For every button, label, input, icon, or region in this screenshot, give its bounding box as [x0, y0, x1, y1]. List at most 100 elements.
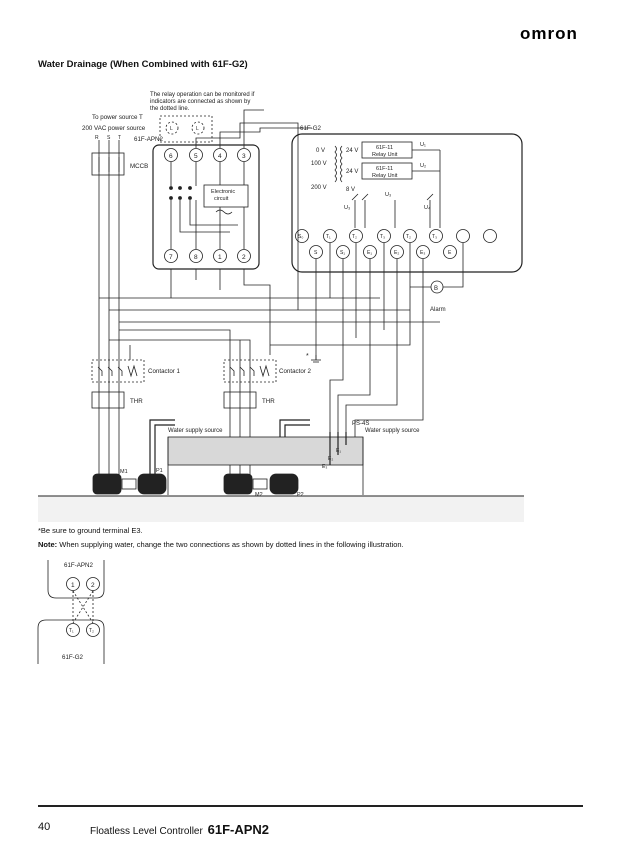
g2-24v-a: 24 V: [346, 148, 358, 154]
power-line2: 200 VAC power source: [82, 125, 146, 132]
relay-note-line3: the dotted line.: [150, 106, 190, 112]
g2-8v: 8 V: [346, 187, 355, 193]
relay-unit-2-line2: Relay Unit: [372, 173, 398, 179]
g2-100v: 100 V: [311, 161, 327, 167]
inset-apn2: [47, 560, 105, 599]
water-supply-1: Water supply source: [168, 428, 223, 434]
inset-t1: 1: [71, 582, 75, 589]
electronic-circuit-box: [203, 184, 249, 208]
apn2-t2: 2: [242, 254, 246, 261]
water-supply-2: Water supply source: [365, 428, 420, 434]
ground-star: *: [306, 353, 309, 360]
inset-t2: 2: [91, 582, 95, 589]
p1-label: P1: [156, 468, 163, 474]
contactor-1-label: Contactor 1: [148, 368, 181, 375]
g2-unit: [291, 133, 523, 273]
g2-t2b: T₂: [406, 234, 411, 240]
coupler-2: [252, 478, 268, 490]
g2-top-terminal-circles: [295, 229, 497, 243]
motor-m2: [223, 473, 253, 495]
apn2-internal-wiring: [170, 162, 245, 249]
apn2-internal-contacts: [169, 186, 192, 200]
phase-r: R: [95, 135, 99, 141]
g2-t3b: T₃: [432, 234, 437, 240]
inset-g2-label: 61F-G2: [62, 654, 84, 661]
footnote: *Be sure to ground terminal E3.: [38, 526, 143, 535]
thr-1-label: THR: [130, 398, 143, 405]
footer-rule: [38, 805, 583, 807]
indicator-lamps: [159, 115, 213, 143]
coupler-1: [121, 478, 137, 490]
thr-2-label: THR: [262, 398, 275, 405]
inset-g2-t1: T₁: [69, 628, 74, 634]
relay-unit-1-line2: Relay Unit: [372, 152, 398, 158]
g2-u2: U₂: [420, 163, 426, 169]
electrode-e3: E₃: [322, 464, 327, 470]
contactor-2-label: Contactor 2: [279, 368, 312, 375]
g2-200v: 200 V: [311, 185, 327, 191]
apn2-t1: 1: [218, 254, 222, 261]
apn2-t4: 4: [218, 153, 222, 160]
alarm-b: B: [434, 286, 438, 292]
inset-g2-t2: T₂: [89, 628, 94, 634]
m2-label: M2: [255, 492, 263, 498]
relay-note-line2: indicators are connected as shown by: [150, 99, 250, 105]
note-label: Note:: [38, 540, 58, 549]
apn2-t6: 6: [169, 153, 173, 160]
apn2-t5: 5: [194, 153, 198, 160]
supply-pipes: [149, 419, 310, 475]
alarm-wires: [410, 243, 464, 288]
relay-unit-1-line1: 61F-11: [376, 145, 393, 151]
g2-e1: E₁: [367, 250, 372, 256]
apn2-unit: [152, 144, 260, 270]
g2-t1: T₁: [326, 234, 331, 240]
g2-e3: E₃: [420, 250, 425, 256]
g2-output-wires: [270, 243, 424, 460]
lamp-l1: L: [170, 126, 173, 132]
thr-1: [91, 391, 125, 409]
relay-note-line1: The relay operation can be monitored if: [150, 92, 255, 98]
g2-s1: S₁: [340, 250, 345, 256]
electronic-label2: circuit: [214, 196, 229, 202]
g2-e2: E₂: [394, 250, 399, 256]
g2-label: 61F-G2: [300, 125, 322, 132]
floor-area: [38, 496, 524, 522]
contactor-1-box: [91, 359, 145, 383]
contactor-2-contacts: [229, 364, 270, 378]
relay-unit-2-line1: 61F-11: [376, 166, 393, 172]
apn2-label: 61F-APN2: [134, 136, 163, 143]
motor-m1: [92, 473, 122, 495]
electrodes: [329, 432, 347, 465]
alarm-label: Alarm: [430, 307, 446, 313]
m1-label: M1: [120, 469, 128, 475]
lamp-l2: L: [196, 126, 199, 132]
g2-u4: U₄: [424, 205, 431, 211]
pump-p1: [137, 473, 167, 495]
footer-label: Floatless Level Controller 61F-APN2: [90, 822, 269, 837]
g2-internal-wiring: [351, 149, 441, 228]
pump-p2: [269, 473, 299, 495]
g2-s: S: [314, 250, 318, 256]
g2-24v-b: 24 V: [346, 169, 358, 175]
electrode-e1: E₁: [336, 448, 341, 454]
g2-0v: 0 V: [316, 148, 325, 154]
section-title: Water Drainage (When Combined with 61F-G…: [38, 59, 248, 70]
apn2-bottom-terminal-circles: [164, 249, 251, 263]
electrode-e2: E₂: [328, 456, 333, 462]
mccb-breaker: [91, 152, 125, 176]
footer-title: Floatless Level Controller: [90, 826, 203, 837]
power-lines: [98, 140, 120, 475]
apn2-external-wires: [99, 109, 440, 360]
apn2-top-terminal-circles: [164, 148, 251, 162]
p2-label: P2: [297, 492, 304, 498]
phase-s: S: [107, 135, 111, 141]
water-tank: [167, 436, 364, 495]
apn2-t7: 7: [169, 254, 173, 261]
mccb-label: MCCB: [130, 163, 148, 170]
inset-swap-wires: [72, 590, 94, 624]
power-line1: To power source T: [92, 114, 143, 121]
inset-apn2-label: 61F-APN2: [64, 562, 93, 569]
ground-symbol: [311, 355, 321, 363]
ps4s-label: PS-4S: [352, 421, 369, 427]
